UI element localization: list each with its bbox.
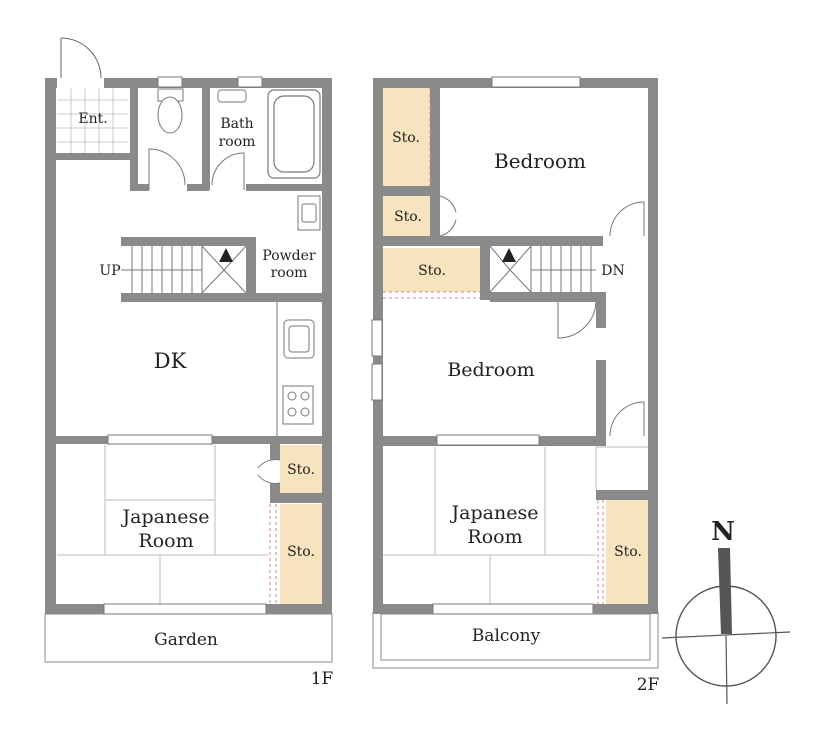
tatami-lines-2f bbox=[383, 446, 648, 604]
toilet-fixture bbox=[157, 88, 184, 134]
storage-fill-1f-b bbox=[280, 504, 322, 604]
bedroom-north-label: Bedroom bbox=[494, 149, 586, 173]
kitchen-sink bbox=[283, 319, 315, 359]
storage-dashed-2f bbox=[383, 88, 604, 604]
storage-fill-2f-small bbox=[382, 196, 430, 236]
storage-2f-tall-label: Sto. bbox=[392, 130, 420, 146]
entrance-tile-floor bbox=[57, 88, 128, 153]
garden-label: Garden bbox=[154, 630, 218, 650]
storage-2f-small-label: Sto. bbox=[394, 209, 422, 225]
balcony-label: Balcony bbox=[472, 626, 541, 646]
storage-fill-2f-wide bbox=[382, 248, 480, 292]
stairs-up-label: UP bbox=[99, 263, 120, 279]
entrance-door bbox=[60, 37, 102, 79]
storage-fill-2f-tall bbox=[382, 88, 430, 186]
storage-dashed-1f bbox=[269, 504, 277, 604]
floor-2-label: 2F bbox=[637, 675, 660, 695]
stairs-down-label: DN bbox=[601, 263, 624, 279]
storage-fill-1f-a bbox=[280, 445, 322, 493]
stairs-2f bbox=[489, 245, 596, 293]
dk-label: DK bbox=[154, 349, 187, 373]
storage-2f-japanese-label: Sto. bbox=[614, 544, 642, 560]
windows-1f bbox=[103, 76, 267, 615]
floor-2-plan: Sto. Sto. Sto. Sto. Bedroom Bedroom DN J… bbox=[371, 76, 660, 695]
bath-faucet-icon bbox=[217, 89, 247, 103]
interior-doors-1f bbox=[148, 148, 281, 484]
stairs-1f bbox=[121, 245, 247, 294]
interior-doors-2f bbox=[439, 195, 645, 437]
stairs-down-arrow-icon bbox=[502, 248, 516, 262]
north-compass: N bbox=[661, 517, 791, 705]
tatami-lines-1f bbox=[57, 445, 268, 604]
stove-icon bbox=[282, 385, 314, 425]
entrance-label: Ent. bbox=[78, 111, 107, 127]
floor-1-label: 1F bbox=[311, 669, 334, 689]
windows-2f bbox=[371, 76, 594, 615]
compass-north-label: N bbox=[711, 517, 735, 547]
storage-fill-2f-japanese bbox=[606, 498, 648, 604]
compass-north-needle-icon bbox=[718, 548, 732, 634]
storage-2f-wide-label: Sto. bbox=[418, 263, 446, 279]
bedroom-middle-label: Bedroom bbox=[447, 359, 534, 381]
powder-room-sink bbox=[297, 195, 321, 231]
bathtub bbox=[267, 89, 321, 179]
storage-1f-b-label: Sto. bbox=[287, 544, 315, 560]
stairs-up-arrow-icon bbox=[219, 248, 233, 262]
storage-1f-a-label: Sto. bbox=[287, 462, 315, 478]
